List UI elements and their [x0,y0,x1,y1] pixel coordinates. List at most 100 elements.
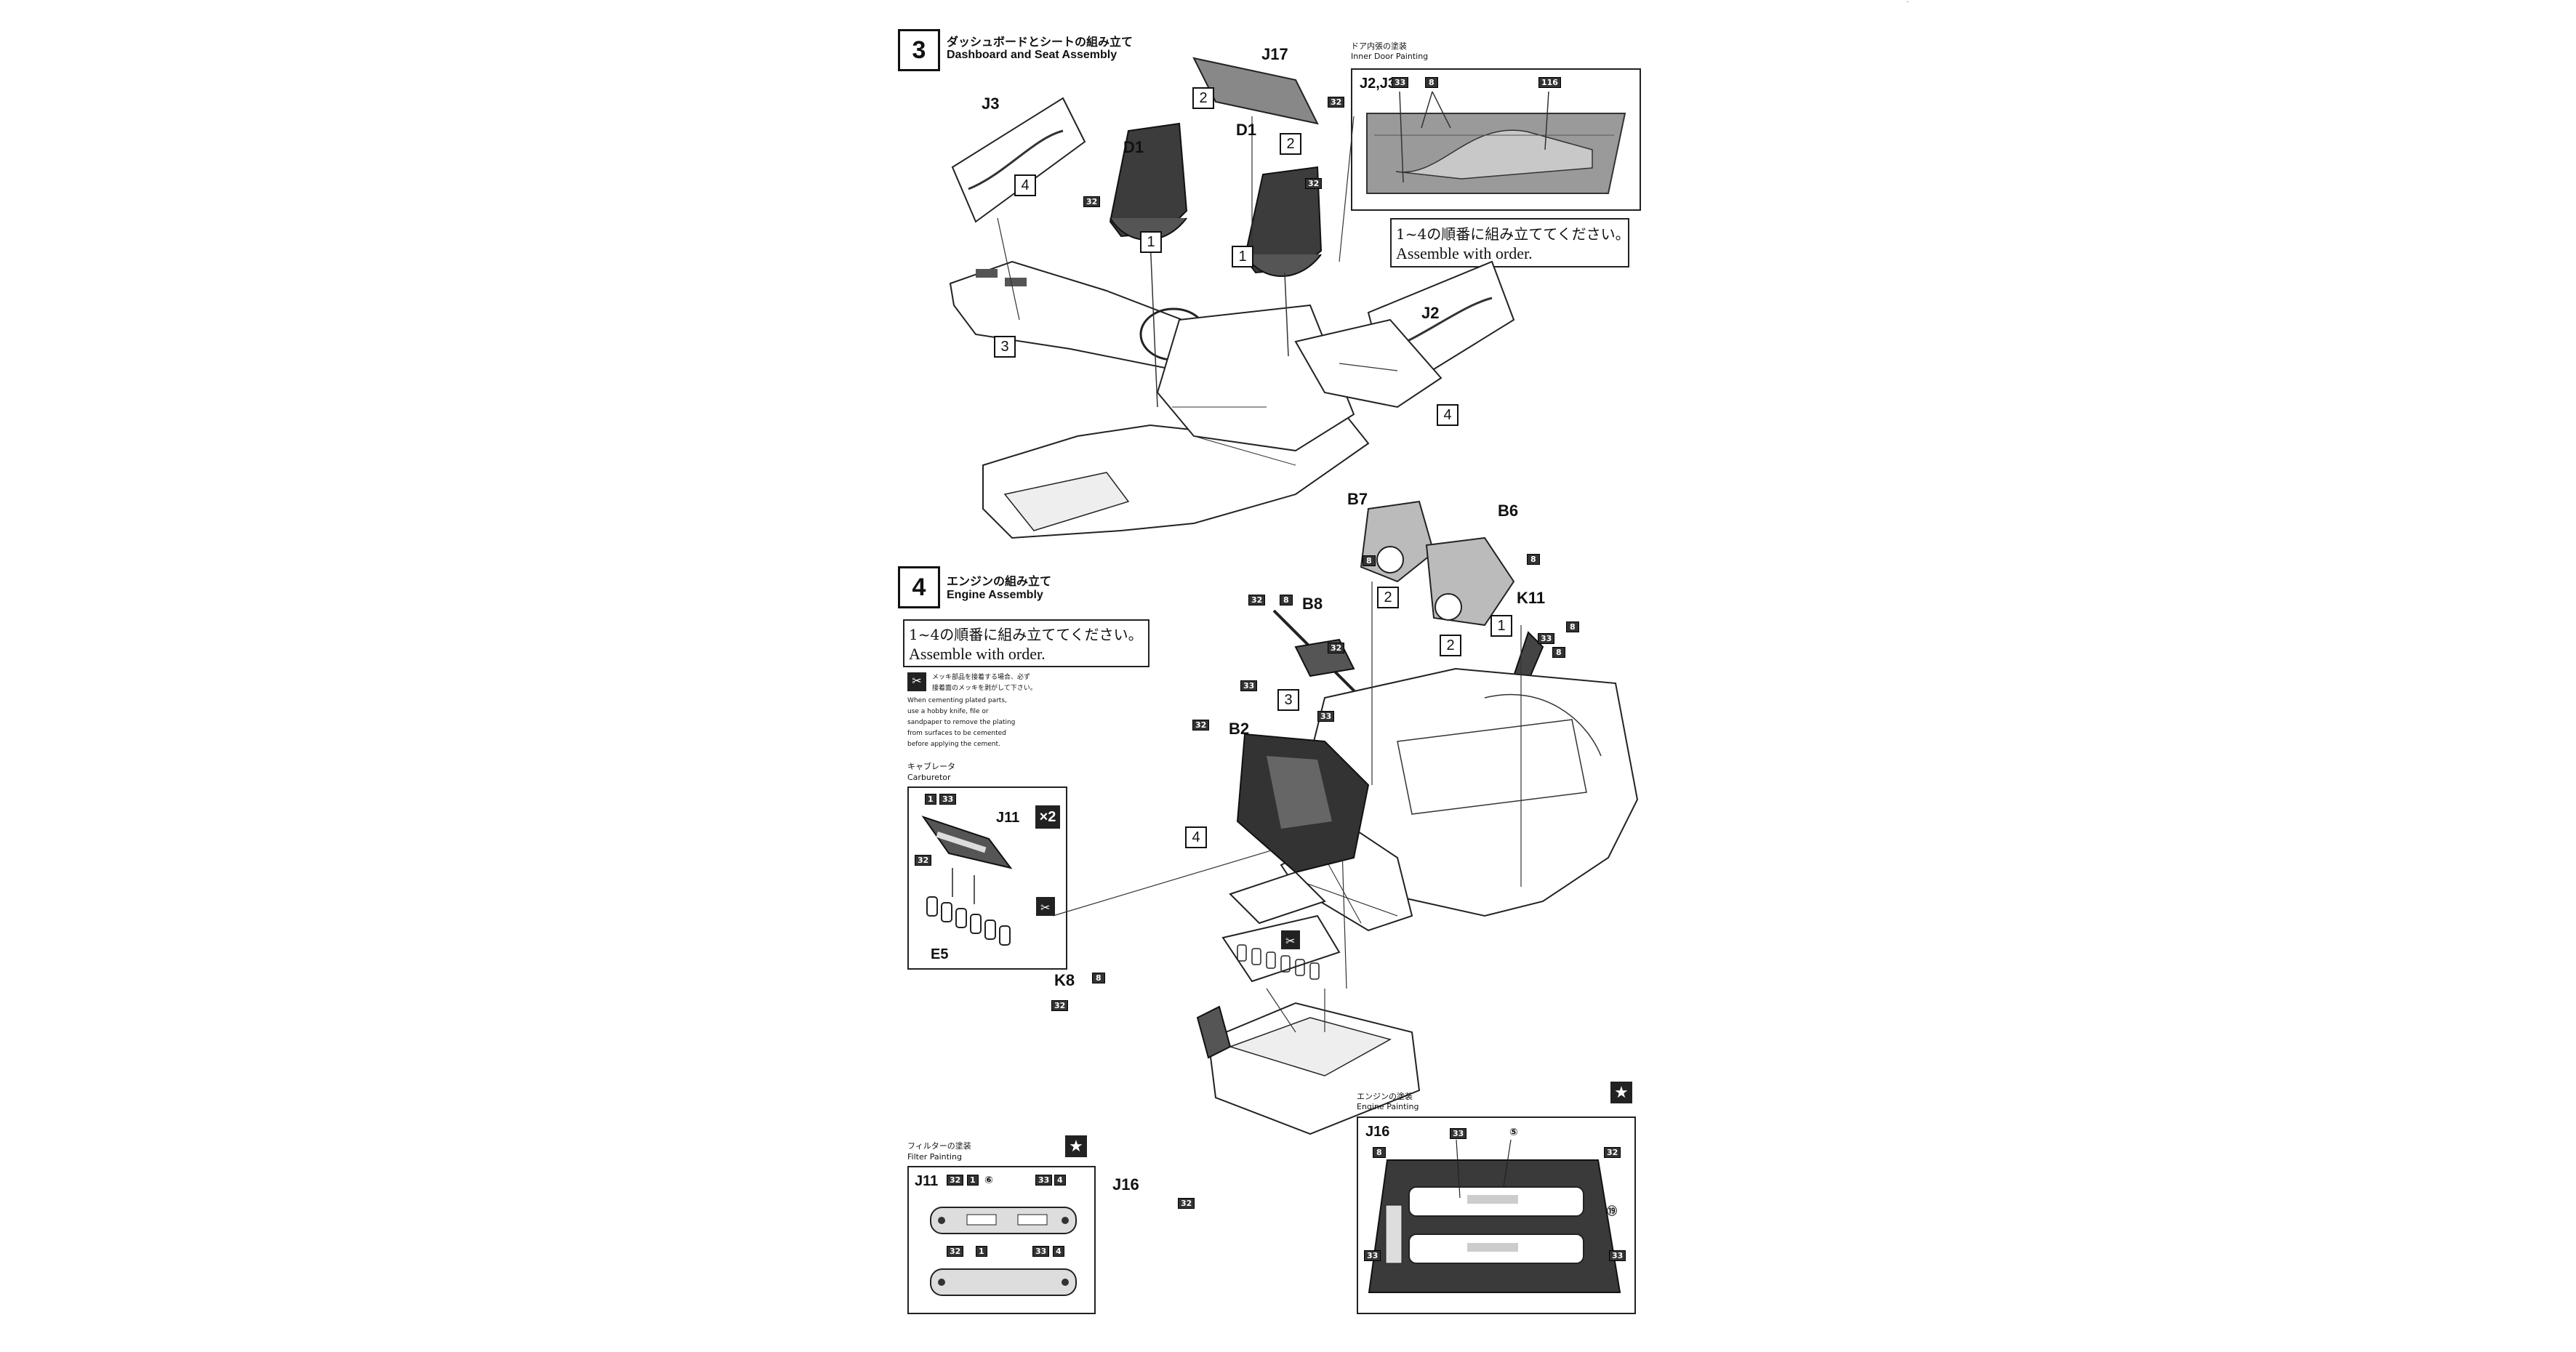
part-label-b7: B7 [1347,490,1368,508]
engine-color-32: 32 [1604,1147,1621,1158]
color-chip-k11-8b: 8 [1552,647,1565,658]
step4-title-jp: エンジンの組み立て [947,574,1052,588]
color-chip-32-seat-right: 32 [1305,178,1323,189]
carburetor-color-32: 32 [915,855,932,866]
color-chip-b8-8: 8 [1280,595,1293,605]
color-chip-32-seat-left: 32 [1083,196,1101,207]
filter-row2-color-4: 4 [1053,1246,1064,1257]
part-label-b8: B8 [1302,595,1323,613]
part-label-d1-right: D1 [1236,121,1257,139]
color-chip-b7-8: 8 [1363,555,1376,566]
part-label-b2: B2 [1229,720,1250,738]
step4-order-note-jp: 1~4の順番に組み立ててください。 [909,626,1143,643]
carburetor-part-j11: J11 [996,810,1020,826]
seq-4-j3: 4 [1014,174,1036,196]
seq-1-left: 1 [1140,231,1162,253]
filter-row1-color-33: 33 [1035,1175,1053,1186]
carburetor-qty-badge: ×2 [1035,805,1060,829]
filter-row2-color-1: 1 [976,1246,987,1257]
seq-2-left: 2 [1192,87,1214,109]
plated-note-en-4: from surfaces to be cemented [907,730,1006,737]
filter-painting-star-icon: ★ [1065,1135,1087,1157]
color-chip-b2-32: 32 [1192,720,1210,731]
seq4-3-b8: 3 [1277,689,1299,711]
svg-text:✂: ✂ [1285,935,1295,948]
carburetor-title-jp: キャブレータ [907,762,955,771]
step3-title-jp: ダッシュボードとシートの組み立て [947,35,1133,49]
part-label-b6: B6 [1498,502,1519,520]
plated-note-en-3: sandpaper to remove the plating [907,719,1016,726]
door-color-8: 8 [1425,77,1438,88]
color-chip-b8-32b: 32 [1328,643,1345,653]
step3-order-note-jp: 1~4の順番に組み立ててください。 [1396,225,1630,243]
seq-2-right: 2 [1280,133,1301,155]
part-label-k11: K11 [1517,589,1546,607]
engine-drawing [1368,1139,1621,1293]
door-color-116: 116 [1538,77,1561,88]
door-panel-drawing [1366,91,1626,194]
filter-part-j11: J11 [915,1173,939,1189]
seq4-4-b2: 4 [1185,826,1207,848]
step4-order-note: 1~4の順番に組み立ててください。 Assemble with order. [903,619,1149,667]
plated-note-jp-1: メッキ部品を接着する場合、必ず [932,674,1031,681]
door-color-33: 33 [1392,77,1409,88]
part-label-j2: J2 [1421,304,1440,322]
seq-1-right: 1 [1232,246,1253,267]
seq-4-j2: 4 [1437,404,1458,426]
step4-assembly-diagram: ✂ [1052,500,1639,1135]
carburetor-part-e5: E5 [931,946,949,962]
door-painting-parts: J2,J3 [1360,76,1397,92]
filter-row2-color-32: 32 [947,1246,964,1257]
plated-note-en-5: before applying the cement. [907,741,1000,748]
step4-number-box: 4 [898,566,940,608]
seq4-2-b7: 2 [1377,587,1399,608]
filter-row1-color-32: 32 [947,1175,964,1186]
svg-text:✂: ✂ [1040,902,1050,914]
engine-color-19: ⑲ [1607,1206,1617,1218]
engine-painting-title-en: Engine Painting [1357,1102,1419,1111]
engine-painting-star-icon: ★ [1610,1082,1632,1103]
door-painting-title-jp: ドア内張の塗装 [1351,41,1407,51]
filter-row2-color-33: 33 [1032,1246,1050,1257]
step3-assembly-diagram [949,57,1515,539]
filter-row1-color-6: ⑥ [984,1175,993,1186]
carburetor-color-1: 1 [925,794,936,805]
part-label-j16: J16 [1112,1175,1139,1194]
color-chip-b6-8: 8 [1527,554,1540,565]
plated-note-en-2: use a hobby knife, file or [907,708,989,715]
door-painting-panel: J2,J3 33 8 116 [1351,68,1641,211]
door-painting-title-en: Inner Door Painting [1351,52,1429,61]
engine-color-33-top: 33 [1450,1128,1467,1139]
color-chip-32-j17: 32 [1328,97,1345,108]
engine-color-5: ⑤ [1509,1127,1518,1138]
step3-order-note-en: Assemble with order. [1396,244,1533,262]
plated-note-en-1: When cementing plated parts, [907,697,1007,704]
part-label-k8: K8 [1054,971,1075,989]
engine-part-j16: J16 [1365,1124,1390,1140]
carburetor-color-33: 33 [939,794,957,805]
filter-drawing [930,1207,1077,1296]
engine-color-8: 8 [1373,1147,1386,1158]
plated-note-jp-2: 接着面のメッキを剥がして下さい。 [932,685,1037,692]
filter-painting-panel: J11 32 1 ⑥ 33 4 32 1 33 4 [907,1166,1096,1314]
step3-title-en: Dashboard and Seat Assembly [947,49,1118,61]
part-label-j3: J3 [982,94,1000,113]
color-chip-b8-33b: 33 [1317,711,1335,722]
step4-order-note-en: Assemble with order. [909,645,1046,663]
step3-number-box: 3 [898,29,940,71]
seq4-2-b6: 2 [1440,635,1461,656]
color-chip-b8-32: 32 [1248,595,1266,605]
filter-row1-color-4: 4 [1054,1175,1066,1186]
color-chip-k11-33: 33 [1538,633,1555,644]
color-chip-k8-8: 8 [1092,973,1105,983]
carburetor-title-en: Carburetor [907,773,951,782]
step4-title-en: Engine Assembly [947,589,1043,601]
engine-painting-title-jp: エンジンの塗装 [1357,1092,1413,1101]
color-chip-k11-8a: 8 [1566,621,1579,632]
color-chip-k8-32: 32 [1051,1000,1069,1011]
plated-parts-caution-icon: ✂ [907,672,926,691]
step3-order-note: 1~4の順番に組み立ててください。 Assemble with order. [1390,218,1630,267]
engine-color-33-right: 33 [1609,1250,1626,1261]
seq-3-dashboard: 3 [994,336,1016,358]
filter-painting-title-en: Filter Painting [907,1152,962,1162]
